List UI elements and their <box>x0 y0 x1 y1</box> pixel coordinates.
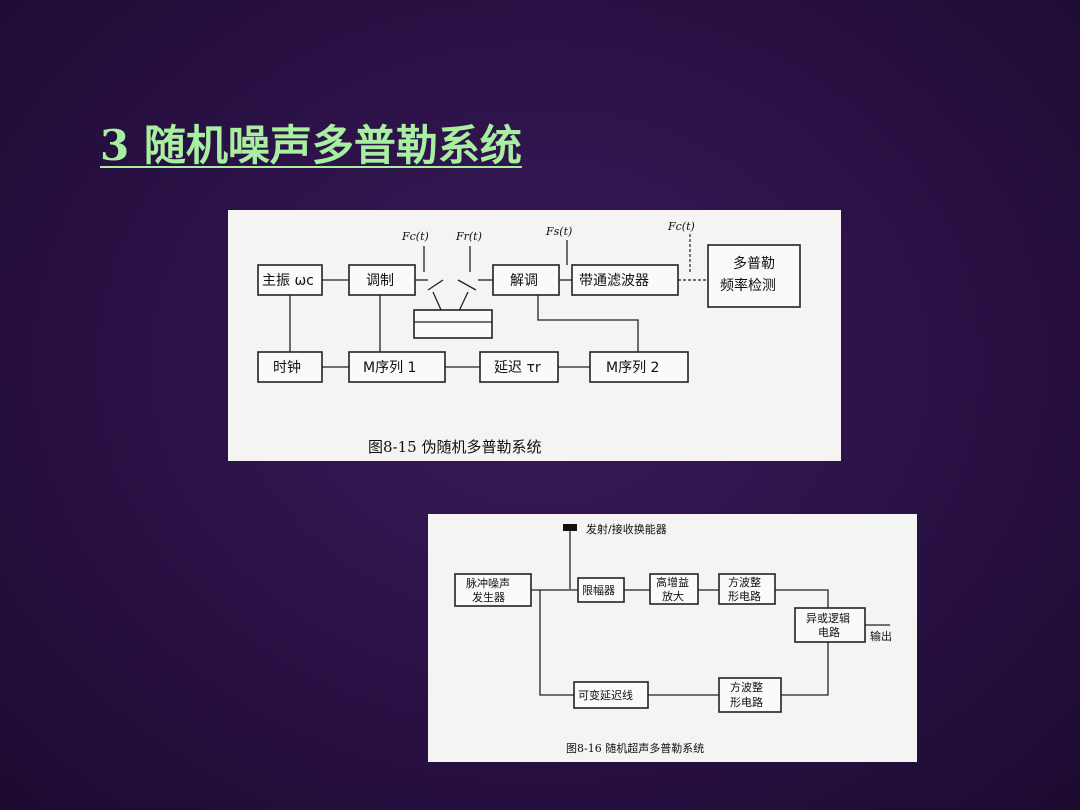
block-modulation-label: 调制 <box>366 273 394 289</box>
block-noise-label-2: 发生器 <box>472 590 505 604</box>
block-mseq1-label: M序列 1 <box>363 360 416 376</box>
block-shaper1 <box>718 573 776 605</box>
block-modulation <box>348 264 416 296</box>
block-oscillator-label: 主振 ωc <box>262 273 314 289</box>
target-vessel <box>413 309 493 339</box>
block-shaper1-label-1: 方波整 <box>728 575 761 589</box>
block-clock-label: 时钟 <box>273 359 301 376</box>
block-amplifier-label-2: 放大 <box>662 589 684 603</box>
block-amplifier <box>649 573 699 605</box>
block-delay-label: 可变延迟线 <box>578 688 633 702</box>
signal-fc2-label: Fc(t) <box>667 220 695 233</box>
figure2-caption: 图8-16 随机超声多普勒系统 <box>566 741 704 755</box>
output-label: 输出 <box>870 629 892 643</box>
block-amplifier-label-1: 高增益 <box>656 575 689 589</box>
block-xor-label-1: 异或逻辑 <box>806 611 850 625</box>
figure-random-ultrasonic-doppler: 发射/接收换能器 脉冲噪声 发生器 限幅器 高增益 放大 方波整 形电路 异或逻… <box>428 514 917 762</box>
block-shaper2-label-2: 形电路 <box>730 696 763 709</box>
block-noise-label-1: 脉冲噪声 <box>466 576 510 590</box>
figure-pseudo-random-doppler: Fc(t) Fr(t) Fs(t) Fc(t) 主振 ωc 调制 解调 带通滤波… <box>228 210 841 461</box>
figure1-caption: 图8-15 伪随机多普勒系统 <box>368 438 541 456</box>
block-shaper2 <box>718 677 782 713</box>
block-shaper1-label-2: 形电路 <box>728 590 761 603</box>
block-shaper2-label-1: 方波整 <box>730 680 763 694</box>
transducer-icon <box>563 524 577 531</box>
block-doppler-detector <box>707 244 801 308</box>
block-xor-label-2: 电路 <box>818 626 840 639</box>
block-demodulation <box>492 264 560 296</box>
block-variable-delay <box>573 681 649 709</box>
block-mseq2-label: M序列 2 <box>606 360 659 376</box>
signal-fs-label: Fs(t) <box>545 225 572 238</box>
transducer-label: 发射/接收换能器 <box>586 522 667 536</box>
block-limiter-label: 限幅器 <box>582 584 615 597</box>
block-doppler-label-1: 多普勒 <box>733 255 775 272</box>
figure2-diagram: 发射/接收换能器 脉冲噪声 发生器 限幅器 高增益 放大 方波整 形电路 异或逻… <box>454 522 892 755</box>
slide-title: 3 随机噪声多普勒系统 <box>100 121 522 170</box>
signal-fr-label: Fr(t) <box>455 230 482 243</box>
figure1-diagram: Fc(t) Fr(t) Fs(t) Fc(t) 主振 ωc 调制 解调 带通滤波… <box>257 220 801 456</box>
block-delay-label: 延迟 τr <box>494 360 541 376</box>
block-noise-generator <box>454 573 532 607</box>
block-doppler-label-2: 频率检测 <box>720 277 776 294</box>
block-demodulation-label: 解调 <box>510 273 538 289</box>
signal-fc-label: Fc(t) <box>401 230 429 243</box>
block-bandpass-label: 带通滤波器 <box>579 273 649 289</box>
